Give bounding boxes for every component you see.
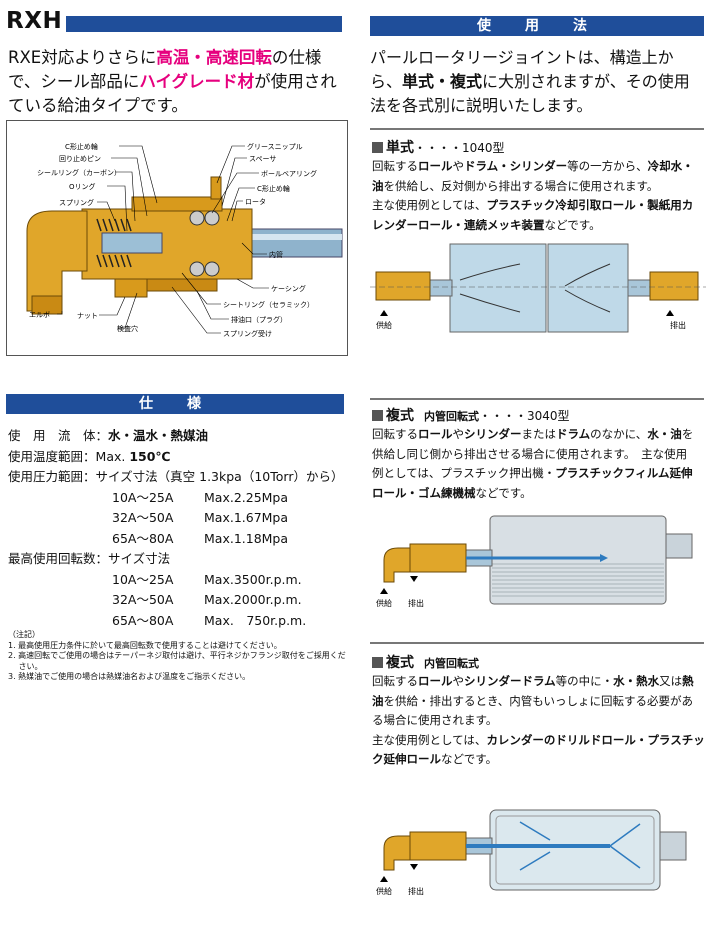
double1-supply-label: 供給 — [376, 598, 392, 608]
double2-text: 回転するロールやシリンダードラム等の中に・水・熱水又は熱 油を供給・排出するとき… — [372, 674, 705, 766]
notes: （注記） 1. 最高使用圧力条件に於いて最高回転数で使用することは避けてください… — [8, 630, 346, 681]
double1-heading: 複式内管回転式・・・・3040型 — [372, 405, 570, 425]
label-c-ring-2: C形止め輪 — [257, 184, 290, 193]
discharge-arrow-icon — [666, 310, 674, 316]
cylinder — [489, 515, 667, 605]
drum-inner — [495, 815, 655, 885]
double2-heading: 複式内管回転式 — [372, 652, 479, 672]
casing-top — [131, 196, 223, 212]
double2-supply-label: 供給 — [376, 886, 392, 896]
joint-right — [649, 271, 699, 301]
elbow — [26, 210, 88, 312]
label-grease-nipple: グリースニップル — [247, 142, 303, 151]
spec-row-fluid: 使 用 流 体：水・温水・熱媒油 — [8, 428, 209, 443]
label-spring-seat: スプリング受け — [223, 329, 272, 338]
inner-bore — [101, 232, 163, 254]
label-rotor: ロータ — [245, 197, 266, 206]
discharge-arrow-icon — [410, 864, 418, 870]
shaft-right — [627, 279, 651, 297]
spec-row-pressure: 使用圧力範囲：サイズ寸法（真空 1.3kpa（10Torr）から） — [8, 469, 344, 484]
ball-bearing-top2 — [204, 210, 220, 226]
double1-text: 回転するロールやシリンダーまたはドラムのなかに、水・油を 供給し同じ側から排出さ… — [372, 427, 694, 500]
drum-left — [449, 243, 547, 333]
drum-right — [547, 243, 629, 333]
single-heading: 単式・・・・1040型 — [372, 137, 505, 157]
label-ball-bearing: ボールベアリング — [261, 169, 317, 178]
label-o-ring: Oリング — [69, 182, 96, 191]
flow-arrow-2 — [459, 293, 521, 313]
label-seat-ring: シートリング（セラミック） — [223, 300, 314, 309]
cylinder-stripes — [492, 563, 664, 597]
label-casing: ケーシング — [271, 284, 306, 293]
cross-section-diagram: C形止め輪 回り止めピン シールリング（カーボン） Oリング スプリング グリー… — [6, 120, 348, 356]
spec-table: 使 用 流 体：水・温水・熱媒油 使用温度範囲：Max. 150℃ 使用圧力範囲… — [8, 426, 348, 631]
discharge-arrow-icon — [410, 576, 418, 582]
rule-single — [370, 128, 704, 130]
label-spacer: スペーサ — [249, 155, 276, 163]
spec-row-rpm: 最高使用回転数：サイズ寸法 — [8, 551, 171, 566]
title-bar — [66, 16, 342, 32]
elbow — [383, 547, 411, 583]
usage-intro: パールロータリージョイントは、構造上から、単式・複式に大別されますが、その使用法… — [370, 48, 690, 115]
joint — [409, 831, 467, 861]
label-anti-rotation-pin: 回り止めピン — [59, 154, 101, 163]
model-title: RXH — [6, 8, 63, 34]
single-text: 回転するロールやドラム・シリンダー等の一方から、冷却水・ 油を供給し、反対側から… — [372, 159, 694, 232]
flow-arrowhead — [600, 554, 608, 562]
usage-header: 使 用 法 — [370, 16, 704, 36]
intro-text: RXE対応よりさらに高温・高速回転の仕様で、シール部品にハイグレード材が使用され… — [8, 48, 337, 115]
elbow — [383, 835, 411, 871]
joint-left — [375, 271, 431, 301]
double2-discharge-label: 排出 — [408, 886, 424, 896]
casing-bottom — [146, 278, 218, 292]
label-inner-pipe: 内管 — [269, 250, 283, 259]
leader-lines — [57, 145, 269, 334]
spec-row-temp: 使用温度範囲：Max. 150℃ — [8, 448, 171, 464]
ball-bearing-bottom — [189, 261, 205, 277]
single-supply-label: 供給 — [376, 320, 392, 330]
label-elbow: エルボ — [29, 311, 50, 319]
flow-arrow-4 — [564, 289, 611, 313]
shaft-end — [659, 831, 687, 861]
shaft-left — [429, 279, 453, 297]
label-spring: スプリング — [59, 198, 94, 207]
nut — [114, 278, 148, 298]
flow-arrow-3 — [564, 263, 611, 287]
label-nut: ナット — [77, 312, 98, 320]
label-c-ring: C形止め輪 — [65, 142, 98, 151]
shaft-end — [665, 533, 693, 559]
cross-section-illustration: C形止め輪 回り止めピン シールリング（カーボン） Oリング スプリング グリー… — [26, 142, 343, 338]
rule-double1 — [370, 398, 704, 400]
flow-arrow-1 — [459, 263, 521, 281]
ball-bearing-top — [189, 210, 205, 226]
elbow-thread — [31, 295, 63, 315]
supply-arrow-icon — [380, 310, 388, 316]
flow-paths — [519, 821, 641, 871]
double1-illustration: 供給 排出 — [376, 515, 693, 608]
drum — [489, 809, 661, 891]
single-discharge-label: 排出 — [670, 320, 686, 330]
label-inspection-hole: 検査穴 — [117, 324, 138, 333]
joint — [409, 543, 467, 573]
rule-double2 — [370, 642, 704, 644]
label-seal-ring: シールリング（カーボン） — [37, 168, 121, 177]
supply-arrow-icon — [380, 588, 388, 594]
grease-nipple — [210, 176, 222, 200]
double1-discharge-label: 排出 — [408, 598, 424, 608]
double2-illustration: 供給 排出 — [376, 809, 687, 896]
ball-bearing-bottom2 — [204, 261, 220, 277]
single-type-illustration: 供給 排出 — [370, 243, 706, 333]
label-drain-plug: 排油口（プラグ） — [231, 315, 287, 324]
supply-arrow-icon — [380, 876, 388, 882]
spring-coils — [96, 218, 132, 268]
spec-header: 仕 様 — [6, 394, 344, 414]
